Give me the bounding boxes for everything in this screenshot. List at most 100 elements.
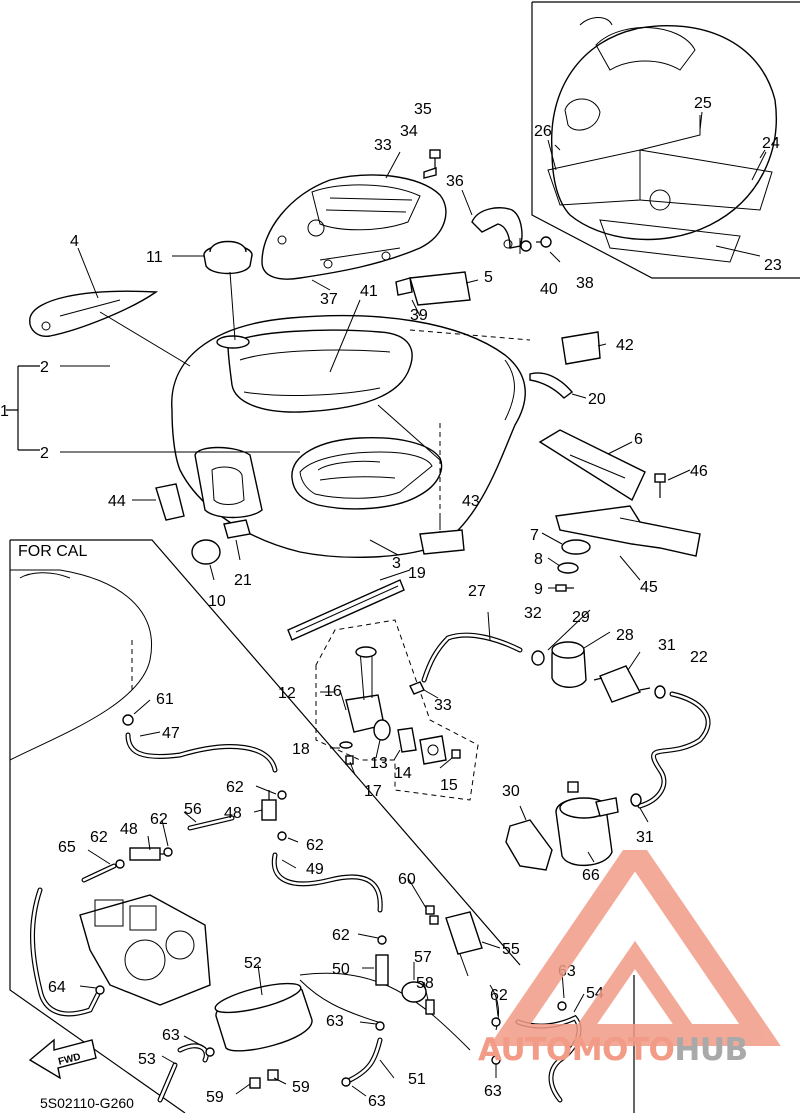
solenoid-55 (445, 911, 483, 977)
bracket-6 (538, 429, 646, 502)
joint-50 (375, 954, 389, 986)
callout-52: 52 (244, 955, 262, 972)
callout-63c: 63 (368, 1093, 386, 1110)
callout-10: 10 (208, 593, 226, 610)
bracket-45 (555, 505, 701, 557)
inset-tank-top-view (531, 1, 800, 279)
callout-9: 9 (534, 581, 543, 598)
bolt-35 (429, 149, 441, 168)
diagram-code: 5S02110-G260 (40, 1095, 134, 1111)
bolt-46 (654, 473, 666, 498)
emblem-4 (29, 290, 159, 337)
callout-1: 1 (0, 403, 9, 420)
bolt-38 (536, 236, 552, 248)
fuel-pump-66 (555, 781, 619, 867)
watermark-text-a: AUTOMOTO (478, 1032, 675, 1068)
callout-57: 57 (414, 949, 432, 966)
bracket-30 (505, 819, 553, 871)
callout-66: 66 (582, 867, 600, 884)
callout-34: 34 (400, 123, 418, 140)
callout-22: 22 (690, 649, 708, 666)
watermark-text: AUTOMOTOHUB (478, 1032, 748, 1068)
callout-8: 8 (534, 551, 543, 568)
callout-20: 20 (588, 391, 606, 408)
clip-62f (491, 1017, 501, 1027)
callout-42: 42 (616, 337, 634, 354)
callout-50: 50 (332, 961, 350, 978)
damper-7 (561, 539, 591, 555)
callout-2a: 2 (40, 359, 49, 376)
callout-63b: 63 (326, 1013, 344, 1030)
callout-40: 40 (540, 281, 558, 298)
washer-40 (520, 240, 532, 252)
callout-61: 61 (156, 691, 174, 708)
clip-33 (409, 681, 425, 695)
clip-64 (95, 985, 105, 995)
petcock-assembly-12 (315, 619, 479, 801)
callout-18: 18 (292, 741, 310, 758)
callout-53: 53 (138, 1051, 156, 1068)
for-cal-label: FOR CAL (18, 543, 87, 560)
fwd-arrow (28, 1038, 97, 1080)
callout-23: 23 (764, 257, 782, 274)
callout-44: 44 (108, 493, 126, 510)
decal-43 (419, 529, 465, 555)
callout-48b: 48 (120, 821, 138, 838)
washer-34 (423, 167, 437, 179)
callout-30: 30 (502, 783, 520, 800)
fuel-tank (171, 314, 531, 559)
screws-60 (425, 905, 439, 925)
grommet-39 (395, 277, 413, 296)
callout-59b: 59 (292, 1079, 310, 1096)
callout-31b: 31 (636, 829, 654, 846)
callout-32: 32 (524, 605, 542, 622)
callout-15: 15 (440, 777, 458, 794)
callout-11: 11 (146, 249, 163, 266)
leader-lines (6, 111, 767, 589)
carburetor-assembly (79, 894, 211, 1006)
callout-56: 56 (184, 801, 202, 818)
callout-46: 46 (690, 463, 708, 480)
callout-36: 36 (446, 173, 464, 190)
washer-18 (339, 741, 353, 749)
callout-19: 19 (408, 565, 426, 582)
callout-55: 55 (502, 941, 520, 958)
callout-60: 60 (398, 871, 416, 888)
inset-for-cal (9, 539, 635, 1114)
callout-5: 5 (484, 269, 493, 286)
callout-29: 29 (572, 609, 590, 626)
callout-45: 45 (640, 579, 658, 596)
fuel-lines-right (421, 609, 711, 871)
screw-17 (345, 755, 354, 765)
callout-35: 35 (414, 101, 432, 118)
clip-63e (557, 1001, 567, 1011)
bracket-36 (471, 207, 523, 249)
callout-27: 27 (468, 583, 486, 600)
bolt-59b (267, 1069, 279, 1081)
fwd-label: FWD (57, 1052, 82, 1068)
clip-62d (115, 859, 125, 869)
canister-52 (214, 982, 313, 1052)
watermark-logo (489, 850, 781, 1046)
fuel-cap-11 (203, 240, 253, 275)
clip-62b (277, 831, 287, 841)
callout-65: 65 (58, 839, 76, 856)
callout-64: 64 (48, 979, 66, 996)
callout-21: 21 (234, 572, 252, 589)
callout-43: 43 (462, 493, 480, 510)
callout-28: 28 (616, 627, 634, 644)
callout-33b: 33 (434, 697, 452, 714)
callout-48a: 48 (224, 805, 242, 822)
callout-13: 13 (370, 755, 388, 772)
callout-4: 4 (70, 233, 79, 250)
callout-59a: 59 (206, 1089, 224, 1106)
clip-63c (341, 1077, 351, 1087)
callout-62e: 62 (332, 927, 350, 944)
callout-31a: 31 (658, 637, 676, 654)
callout-62c: 62 (90, 829, 108, 846)
callout-33a: 33 (374, 137, 392, 154)
callout-37: 37 (320, 291, 338, 308)
clip-63a (205, 1047, 215, 1057)
callout-39: 39 (410, 307, 428, 324)
clip-62e (377, 935, 387, 945)
